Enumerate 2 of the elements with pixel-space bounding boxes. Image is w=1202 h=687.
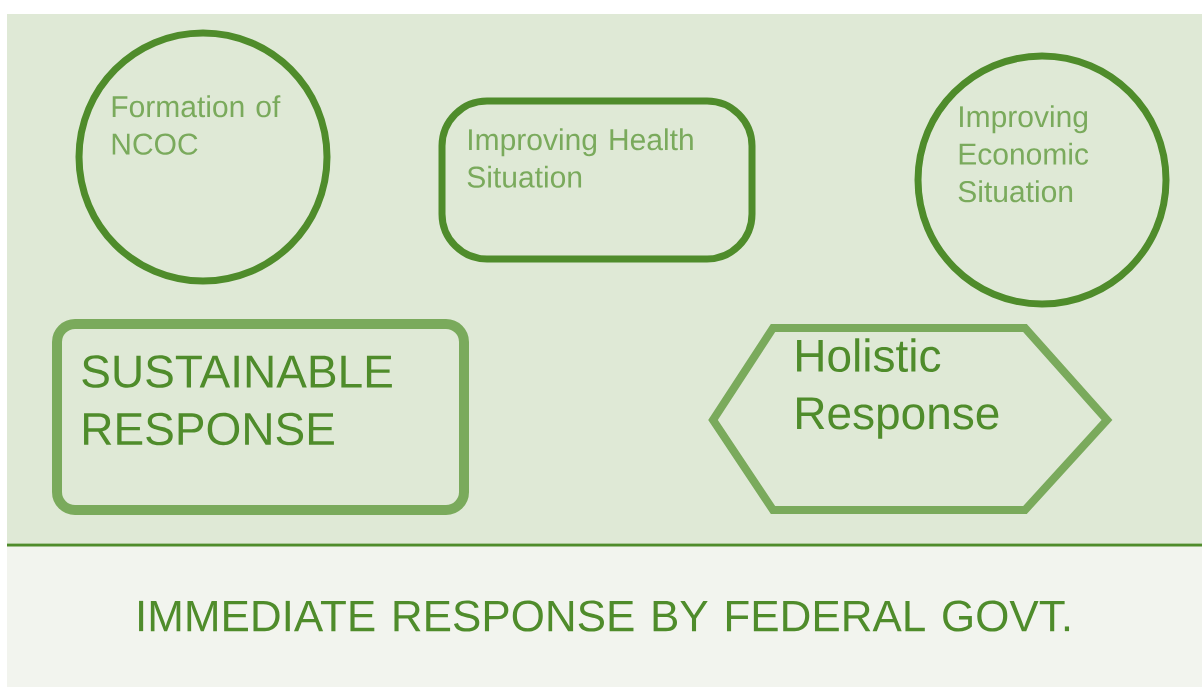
rounded-box: SUSTAINABLE RESPONSE (52, 319, 469, 515)
footer-band: IMMEDIATE RESPONSE BY FEDERAL GOVT. (7, 543, 1202, 687)
